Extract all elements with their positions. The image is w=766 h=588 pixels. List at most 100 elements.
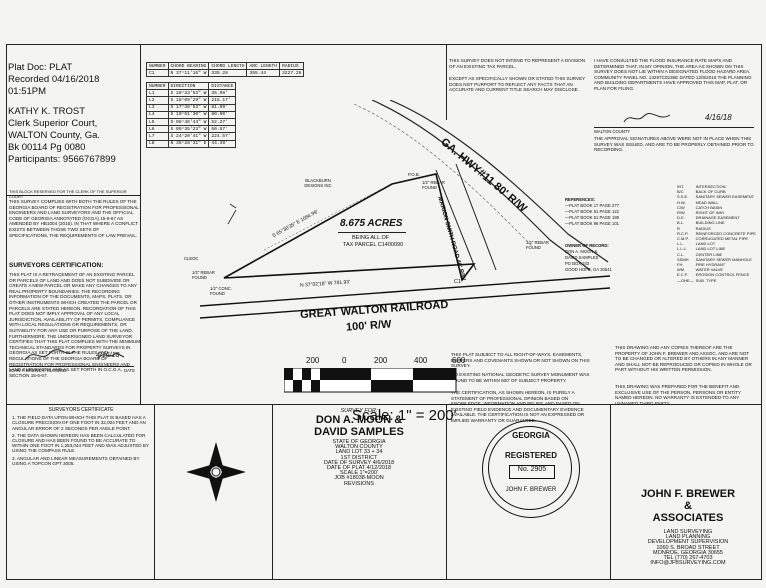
title-search-note: EXCEPT AS SPECIFICALLY SHOWN OR STATED T… [449,76,586,93]
scale-tick: 0 [342,356,347,365]
company-service-1: LAND SURVEYING [663,529,713,535]
curve-header: CHORD BEARING [167,61,210,71]
survey-district: 1ST DISTRICT [340,454,378,461]
legend-abbrev: SSMH [677,256,689,262]
survey-for-block: SURVEY FOR: DON A. MOON & DAVID SAMPLES … [276,408,442,487]
revisions-label: REVISIONS [344,480,374,487]
legend-meaning: RIGHT OF WAY [695,210,725,216]
company-name-1: JOHN F. BREWER [640,488,736,500]
compliance-note: THIS SURVEY COMPLIES WITH BOTH THE RULES… [9,199,139,238]
seal-name: JOHN F. BREWER [505,487,557,493]
right-note-1: THIS PLAT SUBJECT TO ALL RIGHT-OF-WAYS, … [451,352,590,369]
job-number: JOB #18038-MOON [334,475,384,482]
signer-name: JOHN F. BREWER, RLS#2905 [9,368,67,373]
curve-cell: N 37°11'16" W [167,69,210,78]
plat-date: DATE OF PLAT 4/12/2018 [326,465,392,472]
reference-1: —PLAT BOOK 17 PAGE 277 [565,203,619,208]
company-block: JOHN F. BREWER & ASSOCIATES LAND SURVEYI… [618,488,758,566]
stamp-clerk: KATHY K. TROST [8,106,86,117]
legend-meaning: SANITARY SEWER MANHOLE [695,256,752,262]
right-note-4: THIS DRAWING AND ANY COPIES THEREOF ARE … [615,345,752,373]
references-title: REFERENCES: [565,197,596,202]
legend-abbrev: D.E. [677,215,685,221]
legend-row: C.M.P. CORRUGATED METAL PIPE [676,236,757,241]
line-cell: S 28°33'53" W [167,89,210,98]
company-ampersand: & [684,500,692,512]
legend-row: L.L.LAND LOT [676,241,757,246]
clerk-block-line [6,195,140,196]
left-column-divider [140,44,141,404]
legend-meaning: LAND LOT [695,241,716,247]
legend-abbrev: R/W [677,210,685,216]
legend-row: D.E. DRAINAGE EASEMENT [676,215,757,220]
legend-meaning: FIRE HYDRANT [695,262,726,268]
title-block-divider-4 [610,404,611,580]
title-block-top-line [6,404,762,405]
line-cell: L1 [146,89,169,98]
owner-line-2: DAVID SAMPLES [565,255,599,260]
scale-tick: 400 [414,356,428,365]
cleoc-label: CLEOC [184,256,199,261]
blackburn-label: BLACKBURN DESIGNS INC [304,178,332,189]
tax-parcel-note: THIS SURVEY DOES NOT INTEND TO REPRESENT… [449,58,586,69]
curve-label: C1 [454,279,462,285]
reference-3: —PLAT BOOK 51 PAGE 189 [565,215,619,220]
stamp-county: WALTON County, Ga. [8,130,101,141]
legend-meaning: INTERSECTION [695,184,726,189]
seal-inner-ring [488,426,572,510]
company-address: 1060 S. BROAD STREET [656,544,720,551]
sheet-border [6,44,762,580]
legend-row: L.L.L.LAND LOT LINE [676,246,757,251]
line-header: NUMBER [146,81,169,91]
seal-number: No. 2905 [509,465,555,479]
legend-meaning: HEAD WALL [695,199,719,205]
notes-divider [446,44,447,120]
flood-note: I HAVE CONSULTED THE FLOOD INSURANCE RAT… [594,58,752,91]
legend-meaning: CENTER LINE [695,251,723,257]
reference-2: —PLAT BOOK 51 PAGE 122 [565,209,619,214]
legend-abbrev: —OHE— [677,277,694,283]
surveyors-certificate-title: SURVEYORS CERTIFICATE [48,407,114,413]
rebar-label-1: 1/2" REBAR FOUND [422,180,445,191]
title-block-divider-2 [272,404,273,580]
curve-cell: 355.44 [246,69,281,78]
surveyors-certification-title: SURVEYORS CERTIFICATION: [9,262,104,269]
owner-line-4: GOOD HOPE, GA 30641 [565,267,612,272]
being-all-label: BEING ALL OF [352,235,390,241]
company-name-2: ASSOCIATES [652,512,724,524]
curve-header: ARC LENGTH [246,61,281,71]
company-service-2: LAND PLANNING [665,534,711,541]
plat-drawing [199,100,611,319]
legend-row: C.L.CENTER LINE [676,252,757,257]
legend-meaning: WATER VALVE [695,267,724,273]
north-arrow [186,442,246,502]
walton-county-label: WALTON COUNTY [594,129,631,134]
owner-line-1: DON A. MOON & [565,249,598,254]
surveyor-signature [24,349,125,361]
legend-meaning: DRAINAGE EASEMENT [695,215,740,221]
curve-cell: 3227.26 [279,69,305,78]
survey-for-label: SURVEY FOR: [340,408,378,414]
legend-abbrev: L.L.L. [677,246,688,252]
legend-abbrev: C.M.P. [677,236,689,242]
legend-row: H.W.HEAD WALL [676,200,757,205]
acreage-label: 8.675 ACRES [340,218,403,229]
legend-abbrev: E.C.F. [677,272,688,278]
legend-meaning: EROSION CONTROL FENCE [695,272,750,278]
legend-row: S.S.E.SANITARY SEWER EASEMENT [676,194,757,199]
survey-land-lot: LAND LOT 33 + 34 [335,449,383,456]
legend-meaning: CORRUGATED METAL PIPE [695,236,749,242]
rebar-label-4: 1/2" REBAR FOUND [526,240,549,251]
legend-meaning: SANITARY SEWER EASEMENT [695,194,755,200]
surveyor-seal: GEORGIA REGISTERED No. 2905 JOHN F. BREW… [482,420,580,518]
company-phone: TEL (770) 267-4703 [663,555,713,562]
cert-item-3: 3. ANGULAR AND LINEAR MEASUREMENTS OBTAI… [12,455,140,466]
client-name-2: DAVID SAMPLES [314,426,404,438]
legend-abbrev: WM [677,267,685,273]
legend-meaning: BUILDING LINE [695,220,725,226]
